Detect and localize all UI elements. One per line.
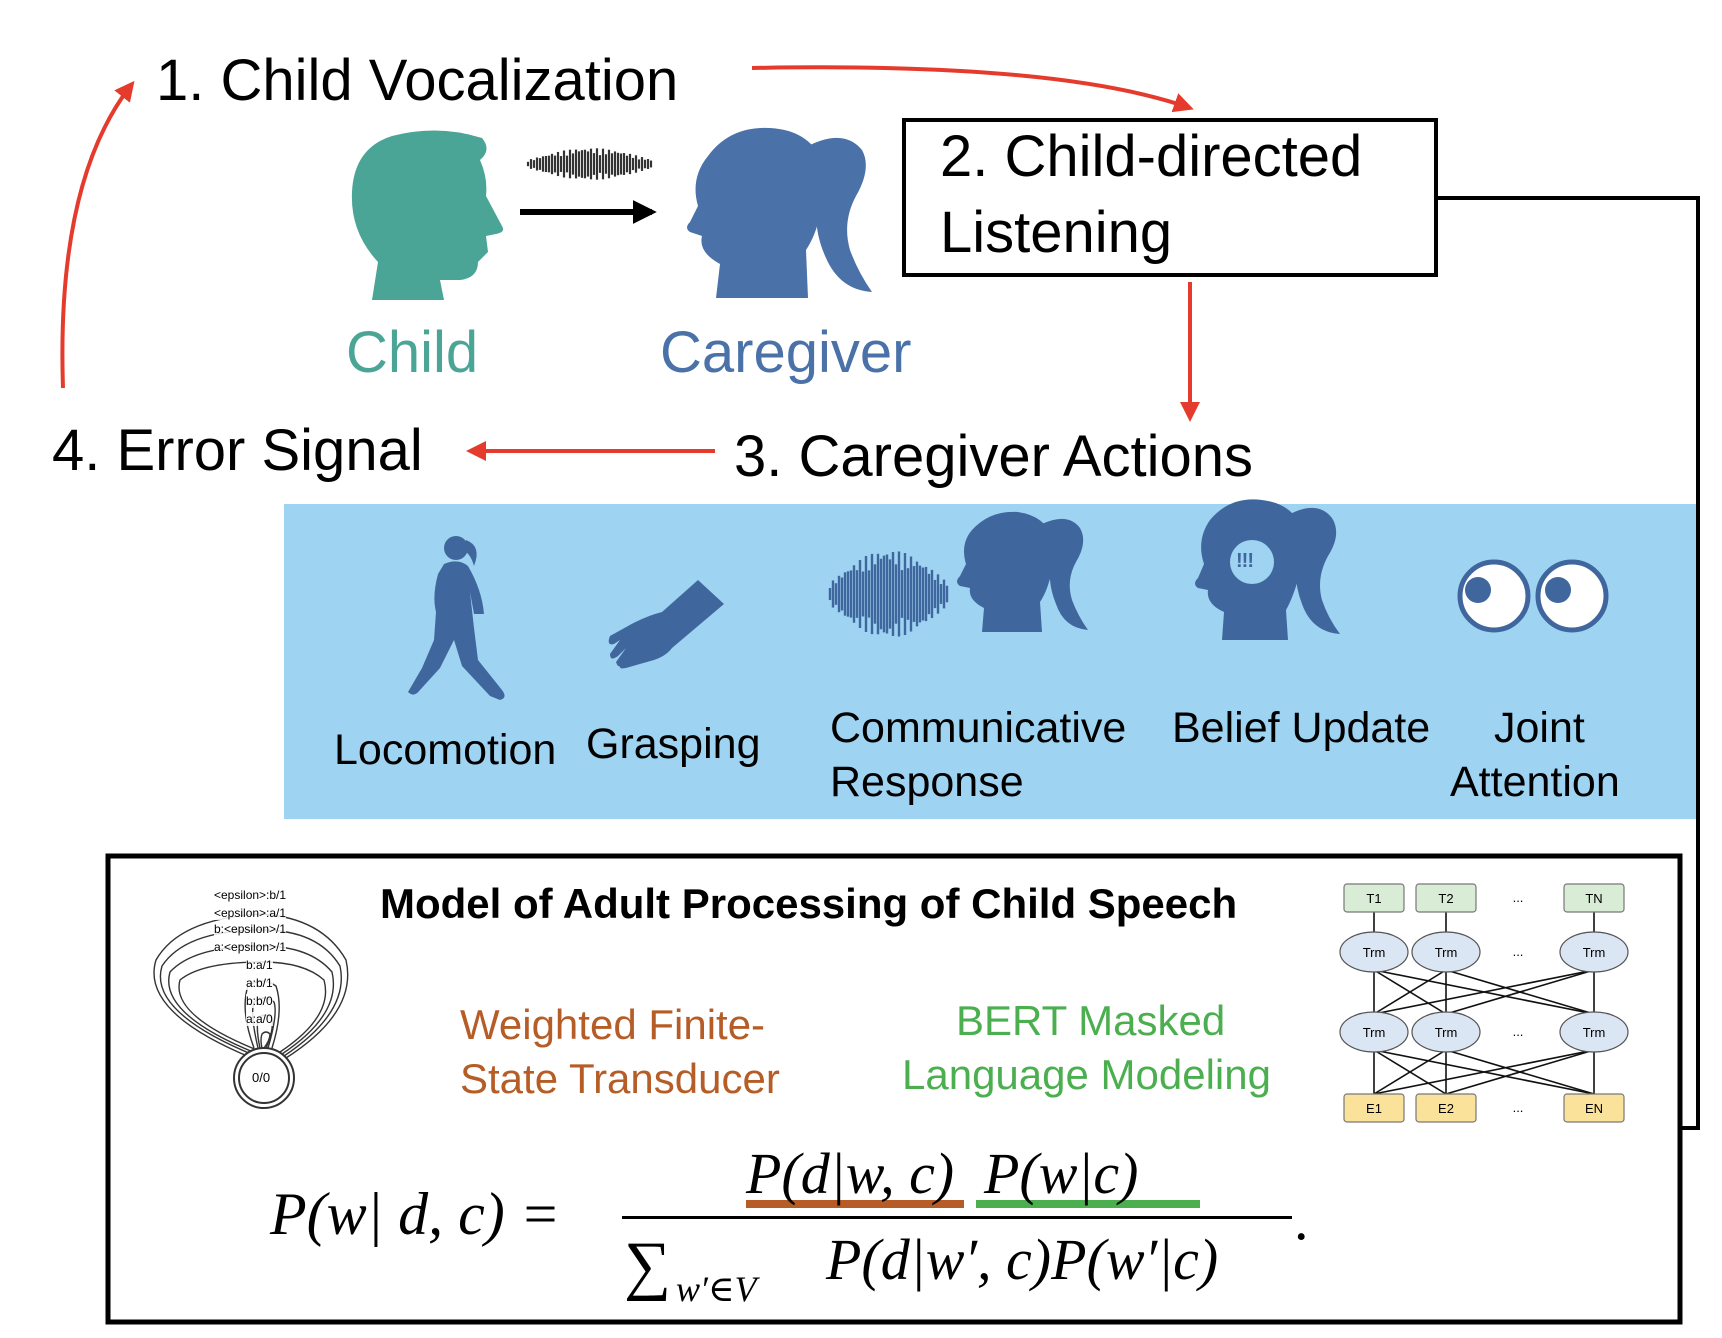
bert-input-3 bbox=[1563, 1093, 1625, 1123]
bert-nodes: T1TrmTrmE1T2TrmTrmE2............TNTrmTrm… bbox=[1339, 883, 1629, 1123]
action-grasping-label: Grasping bbox=[586, 720, 761, 768]
bert-ellipsis-in: ... bbox=[1513, 1100, 1524, 1115]
bert-output-1 bbox=[1415, 883, 1477, 913]
fst-arc-label: b:<epsilon>/1 bbox=[214, 922, 287, 936]
listening-box bbox=[902, 118, 1438, 277]
equation-sum-subscript: w′∈V bbox=[676, 1269, 757, 1309]
fst-arc-label: <epsilon>:a/1 bbox=[214, 906, 287, 920]
fst-arc-label: a:a/0 bbox=[246, 1012, 273, 1026]
action-joint-label-2: Attention bbox=[1450, 758, 1620, 806]
bert-trm-top-3 bbox=[1559, 931, 1629, 973]
exclamation-text: !!! bbox=[1236, 550, 1254, 572]
step-listening-line1: 2. Child-directed bbox=[940, 124, 1363, 189]
bert-trm-top-1 bbox=[1411, 931, 1481, 973]
bert-output-3-label: TN bbox=[1585, 891, 1602, 906]
connector-listening-to-model bbox=[1436, 196, 1700, 1130]
bert-input-3-label: EN bbox=[1585, 1101, 1603, 1116]
bert-output-0-label: T1 bbox=[1366, 891, 1381, 906]
bert-output-1-label: T2 bbox=[1438, 891, 1453, 906]
fst-arc-label: b:a/1 bbox=[246, 958, 273, 972]
bert-ellipsis-trm2: ... bbox=[1513, 1024, 1524, 1039]
bert-trm-bottom-1-label: Trm bbox=[1435, 1025, 1458, 1040]
fraction-bar bbox=[622, 1216, 1292, 1219]
bert-trm-top-0-label: Trm bbox=[1363, 945, 1386, 960]
equation-period: . bbox=[1294, 1187, 1309, 1252]
fst-arc-label: <epsilon>:b/1 bbox=[214, 888, 287, 902]
wfst-label-line1: Weighted Finite- bbox=[460, 1001, 766, 1048]
model-box bbox=[105, 853, 1683, 1325]
fst-arc-label: a:b/1 bbox=[246, 976, 273, 990]
fst-arc-label: a:<epsilon>/1 bbox=[214, 940, 287, 954]
bert-diagram bbox=[1373, 912, 1595, 1095]
bert-input-1 bbox=[1415, 1093, 1477, 1123]
caregiver-head-icon bbox=[687, 127, 872, 298]
bert-trm-top-3-label: Trm bbox=[1583, 945, 1606, 960]
action-communicative-label-2: Response bbox=[830, 758, 1024, 806]
bert-trm-top-1-label: Trm bbox=[1435, 945, 1458, 960]
arrow-vocalization-to-listening bbox=[751, 65, 1194, 113]
equation-numerator-bert: P(w|c) bbox=[984, 1141, 1139, 1206]
wfst-underline bbox=[746, 1200, 964, 1208]
equation-sum-symbol: ∑ bbox=[624, 1229, 672, 1302]
equation-numerator-wfst: P(d|w, c) bbox=[746, 1141, 955, 1206]
speaking-head-icon bbox=[828, 511, 1088, 637]
thinking-head-icon bbox=[1195, 499, 1340, 640]
model-title: Model of Adult Processing of Child Speec… bbox=[380, 880, 1238, 927]
step-error-signal: 4. Error Signal bbox=[52, 418, 423, 483]
bert-ellipsis-trm1: ... bbox=[1513, 944, 1524, 959]
walking-woman-icon bbox=[408, 536, 505, 700]
action-belief-update-label: Belief Update bbox=[1172, 704, 1431, 752]
bert-ellipsis-out: ... bbox=[1513, 890, 1524, 905]
bert-input-1-label: E2 bbox=[1438, 1101, 1454, 1116]
arrow-error-to-vocalization bbox=[60, 80, 135, 389]
caregiver-label: Caregiver bbox=[660, 320, 912, 385]
wfst-label-line2: State Transducer bbox=[460, 1055, 780, 1102]
child-head-icon bbox=[351, 130, 504, 300]
bert-trm-bottom-0 bbox=[1339, 1011, 1409, 1053]
bert-output-3 bbox=[1563, 883, 1625, 913]
equation-denominator: P(d|w′, c)P(w′|c) bbox=[826, 1227, 1219, 1292]
step-listening-line2: Listening bbox=[940, 200, 1173, 265]
eyes-icon bbox=[1457, 559, 1609, 633]
action-communicative-label-1: Communicative bbox=[830, 704, 1127, 752]
bert-output-0 bbox=[1343, 883, 1405, 913]
bert-label-line2: Language Modeling bbox=[902, 1051, 1271, 1098]
step-caregiver-actions: 3. Caregiver Actions bbox=[734, 424, 1254, 489]
bert-underline bbox=[976, 1200, 1200, 1208]
bert-label-line1: BERT Masked bbox=[956, 997, 1226, 1044]
step-child-vocalization: 1. Child Vocalization bbox=[156, 48, 679, 113]
equation-lhs: P(w| d, c) = bbox=[270, 1181, 561, 1247]
action-locomotion-label: Locomotion bbox=[334, 726, 557, 774]
bert-trm-bottom-3-label: Trm bbox=[1583, 1025, 1606, 1040]
bert-trm-bottom-3 bbox=[1559, 1011, 1629, 1053]
fst-arc-label: b:b/0 bbox=[246, 994, 273, 1008]
bert-input-0 bbox=[1343, 1093, 1405, 1123]
bert-trm-bottom-0-label: Trm bbox=[1363, 1025, 1386, 1040]
action-joint-label-1: Joint bbox=[1494, 704, 1585, 752]
waveform-icon bbox=[526, 148, 653, 180]
hand-icon bbox=[608, 580, 724, 669]
child-label: Child bbox=[346, 320, 479, 385]
bert-trm-top-0 bbox=[1339, 931, 1409, 973]
fst-state-label: 0/0 bbox=[252, 1070, 271, 1085]
bert-input-0-label: E1 bbox=[1366, 1101, 1382, 1116]
bert-trm-bottom-1 bbox=[1411, 1011, 1481, 1053]
